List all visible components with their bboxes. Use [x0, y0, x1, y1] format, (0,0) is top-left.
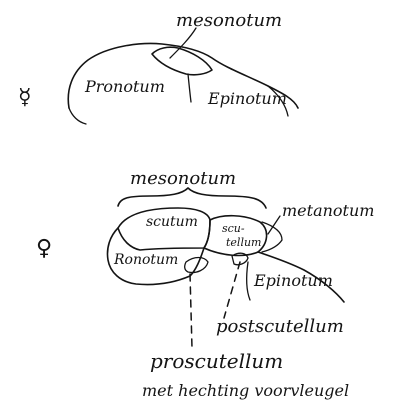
top-figure: ☿ mesonotum Pronotum Epinotum — [18, 10, 298, 124]
postscutellum-leader — [224, 262, 240, 318]
top-mesonotum-plate — [152, 47, 212, 75]
scutum-label: scutum — [146, 214, 198, 230]
top-suture — [188, 74, 191, 102]
metanotum-label: metanotum — [282, 201, 374, 220]
top-epinotum-label: Epinotum — [207, 89, 287, 108]
postscutellum-label: postscutellum — [216, 316, 344, 337]
top-pronotum-front — [69, 108, 86, 124]
proscutellum-note: met hechting voorvleugel — [142, 381, 349, 400]
bottom-pronotum-label: Ronotum — [113, 252, 178, 268]
bottom-epinotum-lower — [247, 262, 250, 300]
bottom-mesonotum-label: mesonotum — [130, 168, 236, 189]
proscutellum-leader — [190, 274, 192, 348]
worker-symbol: ☿ — [18, 85, 32, 110]
top-mesonotum-label: mesonotum — [176, 10, 282, 31]
bottom-figure: ♀ mesonotum metanotum scutum scu- tellum… — [36, 168, 374, 400]
mesonotum-brace — [118, 188, 266, 208]
queen-symbol: ♀ — [36, 236, 52, 261]
top-pronotum-label: Pronotum — [84, 77, 165, 96]
bottom-epinotum-label: Epinotum — [253, 271, 333, 290]
proscutellum-label: proscutellum — [150, 349, 283, 373]
proscutellum-scale — [185, 258, 208, 273]
scutellum-label: scu- tellum — [222, 222, 261, 249]
